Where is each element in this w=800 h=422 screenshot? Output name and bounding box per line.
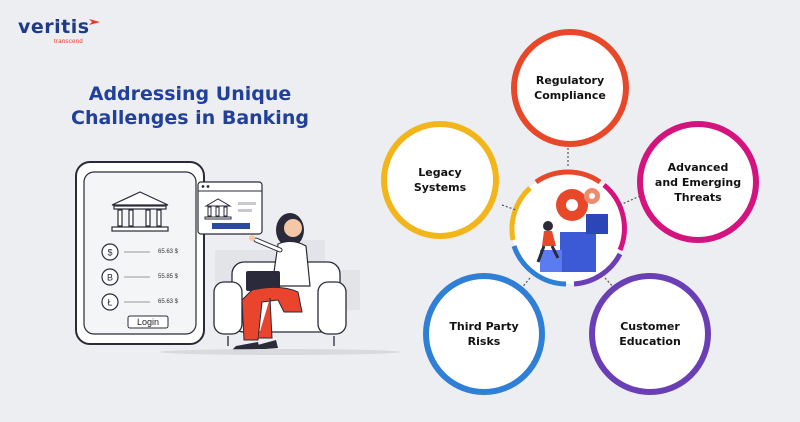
litecoin-coin-icon: Ł [101,293,119,311]
bitcoin-coin-icon: B [101,268,119,286]
label-legacy: Legacy Systems [413,166,467,194]
svg-text:B: B [107,273,113,283]
climbing-figure [536,221,560,263]
page-title-line1: Addressing Unique [88,83,292,105]
page-title-line2: Challenges in Banking [71,107,309,129]
ring-thirdparty [423,273,545,395]
browser-card [197,181,263,235]
amount-bitcoin: 55.85 $ [158,274,179,280]
bank-building-icon [111,191,169,232]
card-bank-icon [204,198,232,220]
ring-customer [589,273,711,395]
page-title: Addressing Unique Challenges in Banking [70,82,310,130]
floor-shadow [160,349,400,355]
svg-text:$: $ [107,248,112,258]
ring-advanced [637,121,759,243]
login-button[interactable]: Login [136,317,160,327]
label-regulatory: Regulatory Compliance [534,74,606,102]
phone-illustration: $ B Ł [75,161,205,345]
brand-name: veritis [18,16,90,38]
logo-arrow-icon [89,19,100,25]
central-hub [509,169,627,287]
amount-litecoin: 65.63 $ [158,299,179,305]
brand-logo: veritis transcend [18,16,100,45]
label-advanced: Advanced and Emerging Threats [654,161,742,204]
brand-tagline: transcend [54,39,84,45]
svg-text:Ł: Ł [107,298,112,308]
woman-figure [232,213,311,350]
ring-regulatory [511,29,629,147]
dollar-coin-icon: $ [101,243,119,261]
label-customer: Customer Education [619,320,681,348]
gear-icon [556,188,600,221]
amount-dollar: 65.63 $ [158,249,179,255]
steps-block [560,232,596,272]
ring-legacy [381,121,499,239]
label-thirdparty: Third Party Risks [449,320,519,348]
